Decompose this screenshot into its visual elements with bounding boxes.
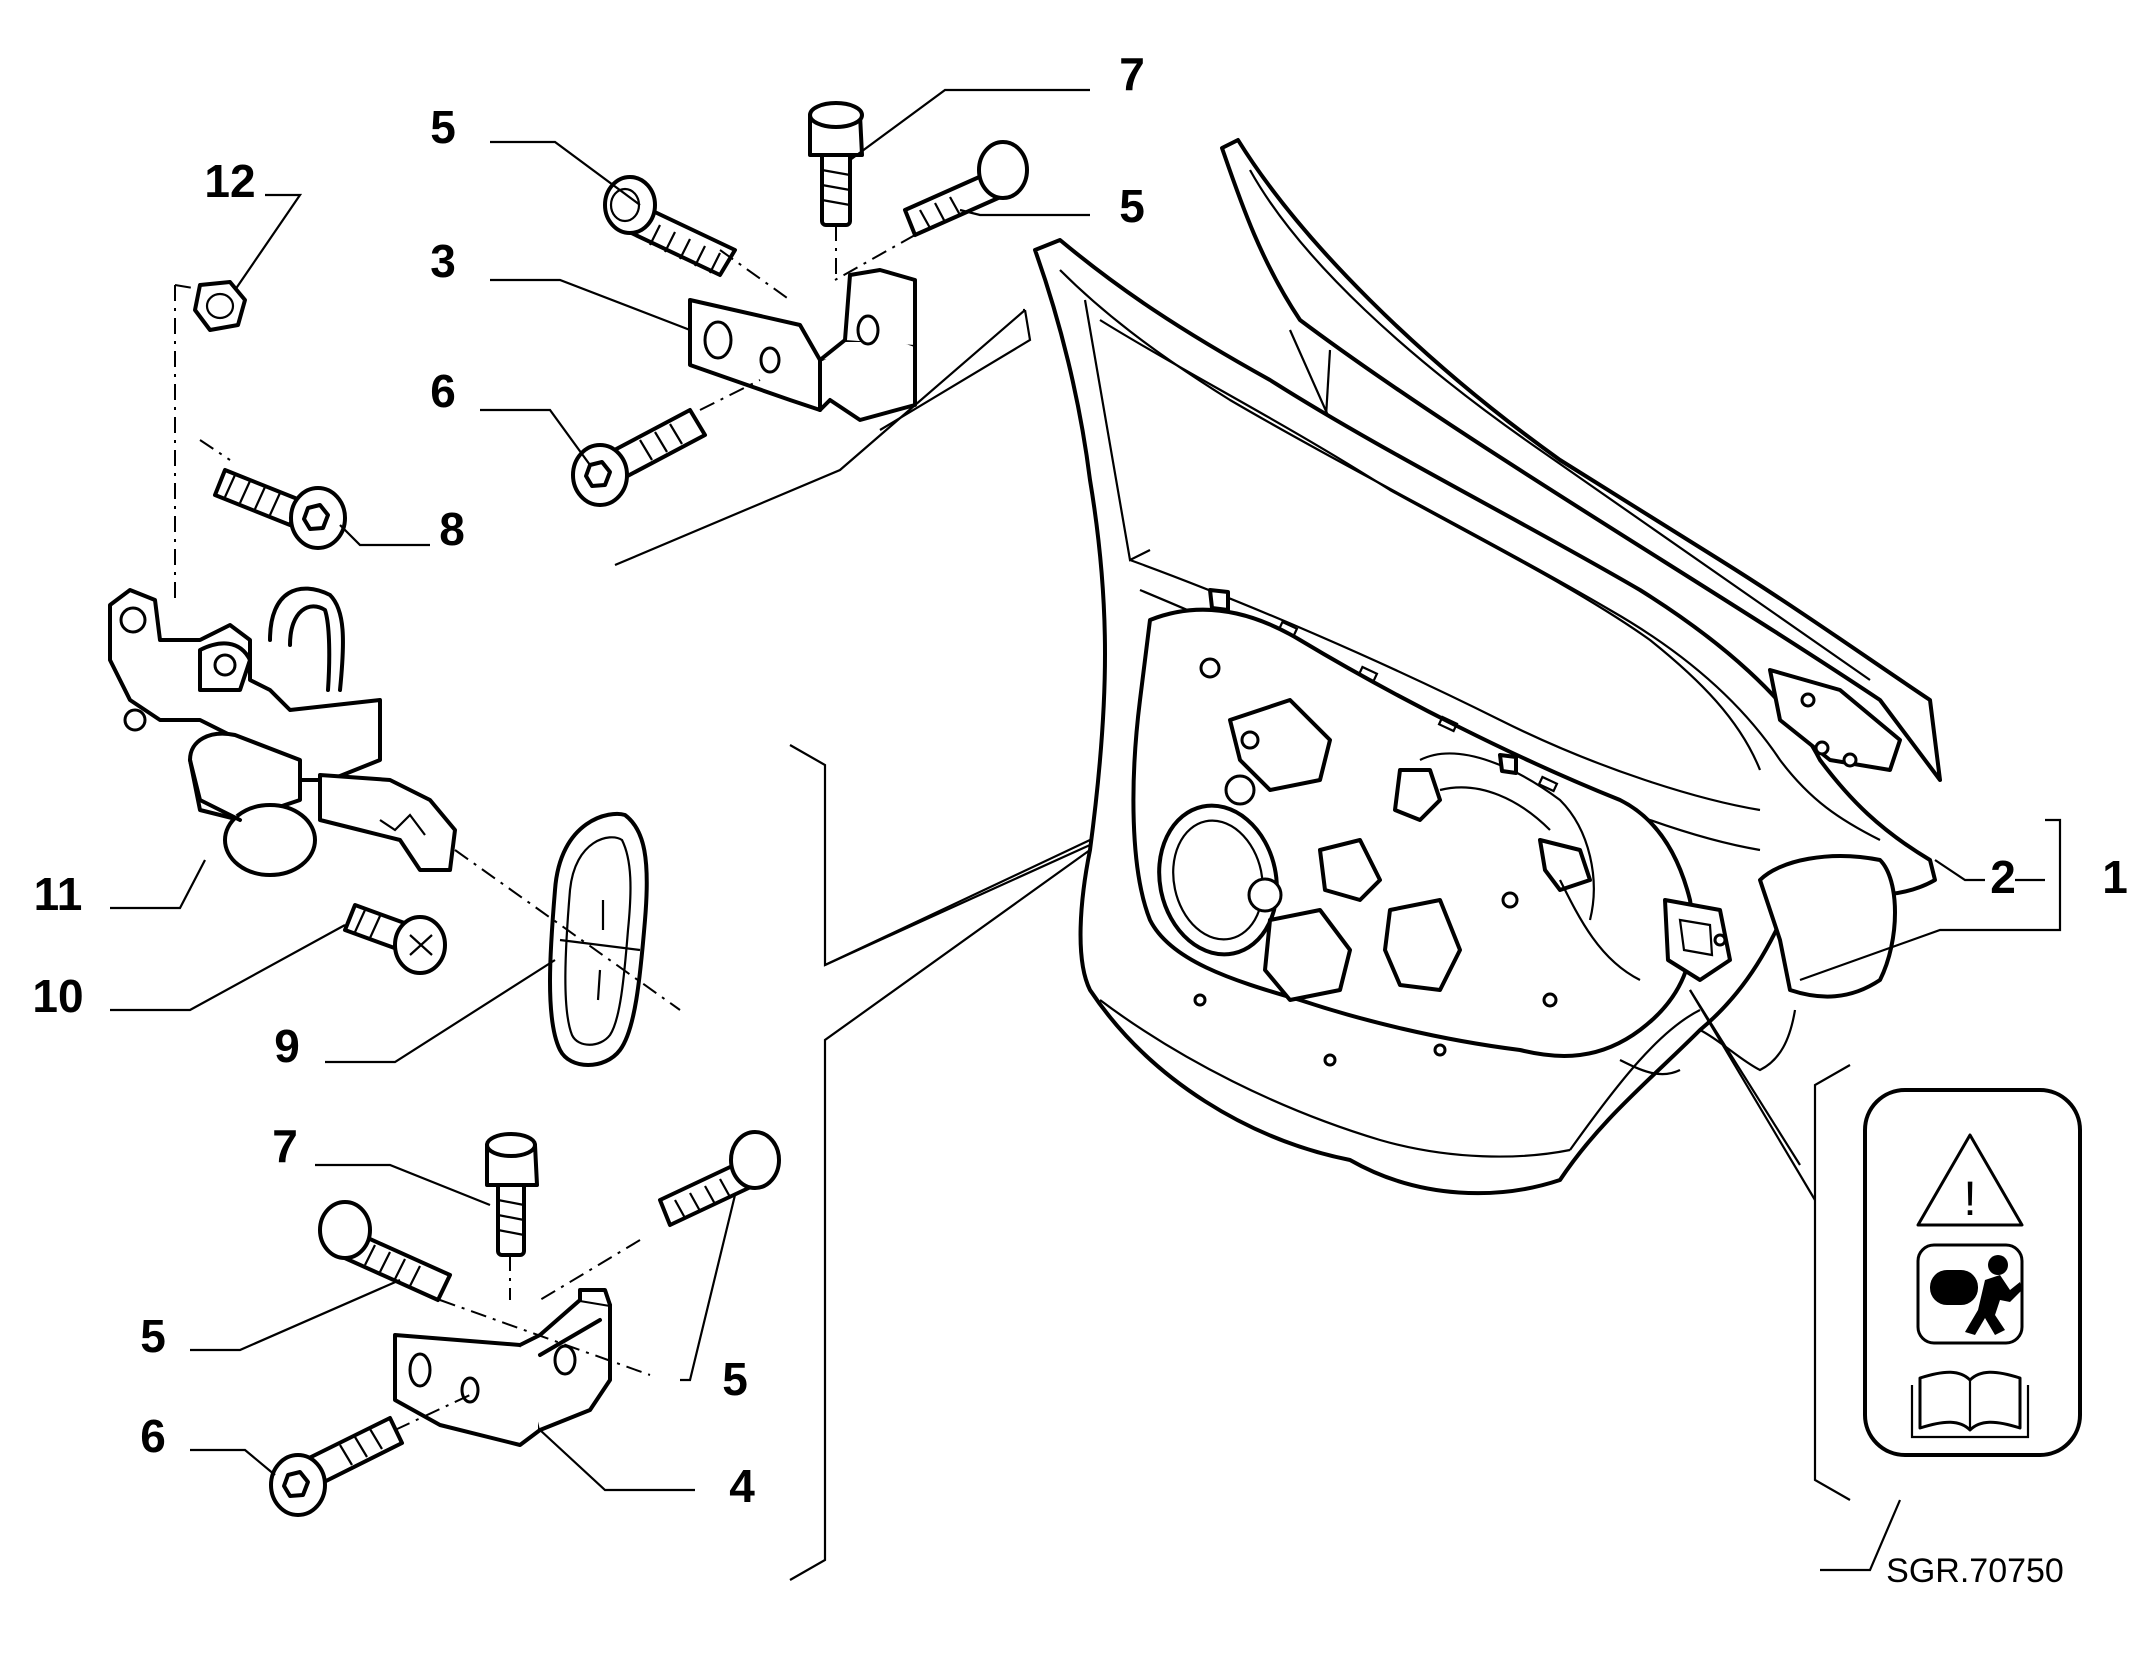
callout-5-upper-right: 5 bbox=[1119, 180, 1145, 232]
callout-9: 9 bbox=[274, 1020, 300, 1072]
nut-12 bbox=[193, 280, 247, 332]
bolt-5-lower-left bbox=[318, 1200, 452, 1302]
callout-7-lower: 7 bbox=[272, 1120, 298, 1172]
callout-7-top: 7 bbox=[1119, 48, 1145, 100]
callout-10: 10 bbox=[32, 970, 83, 1022]
callout-11: 11 bbox=[34, 868, 83, 920]
door-check-strap bbox=[108, 586, 457, 877]
warning-mark: ! bbox=[1963, 1173, 1976, 1226]
callout-3: 3 bbox=[430, 235, 456, 287]
bolt-10 bbox=[343, 903, 447, 975]
callout-12: 12 bbox=[204, 155, 255, 207]
callout-5-upper-left: 5 bbox=[430, 101, 456, 153]
bolt-5-lower-right bbox=[658, 1130, 781, 1227]
bolt-6-lower bbox=[269, 1416, 404, 1517]
upper-hinge-bracket bbox=[688, 268, 917, 422]
lower-hinge-bracket bbox=[393, 1288, 612, 1447]
callout-5-lower-left: 5 bbox=[140, 1310, 166, 1362]
manual-book-icon bbox=[1910, 1370, 2030, 1439]
bolt-5-upper-left bbox=[603, 175, 737, 277]
warning-panel: ! bbox=[1863, 1088, 2082, 1457]
bolt-5-upper-right bbox=[903, 140, 1029, 237]
callout-8: 8 bbox=[439, 503, 465, 555]
bolt-6-upper bbox=[571, 408, 707, 507]
warning-triangle-icon: ! bbox=[1916, 1133, 2024, 1227]
assembly-center-lines bbox=[174, 225, 916, 1431]
leader-lines bbox=[110, 88, 2062, 1572]
callout-6-upper: 6 bbox=[430, 365, 456, 417]
callout-4: 4 bbox=[729, 1460, 755, 1512]
bolt-7-top bbox=[808, 101, 864, 227]
callout-2: 2 bbox=[1990, 851, 2016, 903]
door-shell bbox=[1033, 138, 1942, 1196]
reference-code: SGR.70750 bbox=[1886, 1552, 2064, 1590]
callout-6-lower: 6 bbox=[140, 1410, 166, 1462]
callout-1: 1 bbox=[2102, 851, 2128, 903]
grommet-9 bbox=[548, 811, 649, 1067]
bolt-7-lower bbox=[485, 1132, 539, 1257]
bolt-8 bbox=[213, 468, 347, 550]
group-brackets bbox=[614, 308, 1851, 1581]
airbag-icon bbox=[1916, 1243, 2024, 1345]
callout-labels: 1 2 3 4 5 5 5 5 6 6 7 7 8 9 10 11 12 SGR… bbox=[32, 48, 2127, 1590]
callout-5-lower-right: 5 bbox=[722, 1353, 748, 1405]
